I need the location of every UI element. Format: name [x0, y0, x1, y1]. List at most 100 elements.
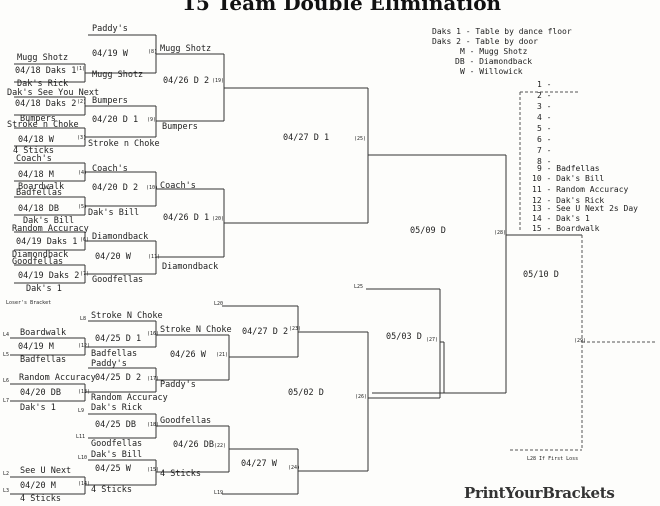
team-name: Coach's — [92, 164, 128, 174]
placement-row: 15 - Boardwalk — [532, 224, 600, 233]
game-number: (9) — [147, 117, 157, 123]
game-number: (10) — [146, 185, 159, 191]
loser-source: L6 — [3, 378, 10, 384]
legend-item: M - Mugg Shotz — [460, 47, 528, 56]
team-name: Bumpers — [162, 122, 198, 132]
bracket-title: 15 Team Double Elimination — [182, 0, 502, 15]
game-number: (5) — [78, 204, 88, 210]
team-name: Dak's Bill — [91, 450, 143, 460]
loser-source: L9 — [78, 408, 85, 414]
team-name: 4 Sticks — [160, 469, 201, 479]
game-info: 05/10 D — [523, 270, 559, 280]
game-number: (16) — [147, 331, 160, 337]
game-number: (24) — [288, 465, 301, 471]
loser-source: L2 — [3, 471, 10, 477]
game-info: 04/20 M — [20, 481, 56, 491]
game-info: 04/25 D 1 — [95, 334, 142, 344]
team-name: Coach's — [160, 181, 196, 191]
team-name: Goodfellas — [160, 416, 212, 426]
placement-row: 7 - — [537, 146, 552, 155]
team-name: Stroke n Choke — [88, 139, 160, 149]
team-name: Dak's Bill — [88, 208, 140, 218]
placement-row: 8 - — [537, 157, 552, 166]
game-number: (13) — [78, 389, 91, 395]
team-name: Stroke N Choke — [160, 325, 232, 335]
team-name: Dak's Rick — [91, 403, 143, 413]
placement-row: 14 - Dak's 1 — [532, 214, 590, 223]
game-number: (20) — [212, 216, 225, 222]
game-info: 04/19 M — [18, 342, 54, 352]
team-name: 4 Sticks — [13, 146, 54, 156]
team-name: Mugg Shotz — [160, 44, 212, 54]
placement-row: 13 - See U Next 2s Day — [532, 204, 638, 213]
team-name: See U Next — [20, 466, 72, 476]
game-info: 04/20 D 1 — [92, 115, 139, 125]
loser-source: L19 — [214, 490, 224, 496]
team-name: Goodfellas — [91, 439, 143, 449]
game-info: 04/26 D 2 — [163, 76, 210, 86]
game-info: 04/19 W — [92, 49, 128, 59]
game-number: (11) — [148, 254, 161, 260]
if-necessary-note: L28 If First Loss — [527, 456, 579, 462]
team-name: Boardwalk — [18, 182, 65, 192]
game-info: 05/03 D — [386, 332, 422, 342]
game-number: (8) — [148, 49, 158, 55]
legend-item: Daks 2 - Table by door — [432, 37, 538, 46]
game-info: 04/20 DB — [20, 388, 61, 398]
placement-row: 1 - — [537, 80, 552, 89]
team-name: Diamondback — [162, 262, 219, 272]
game-number: (3) — [77, 135, 87, 141]
team-name: Dak's Rick — [17, 79, 69, 89]
loser-source: L25 — [354, 284, 364, 290]
team-name: Dak's 1 — [26, 284, 62, 294]
game-number: (25) — [354, 136, 367, 142]
placement-row: 3 - — [537, 102, 552, 111]
team-name: 4 Sticks — [20, 494, 61, 504]
game-info: 04/26 D 1 — [163, 213, 210, 223]
team-name: Dak's See You Next — [7, 88, 100, 98]
team-name: 4 Sticks — [91, 485, 132, 495]
team-name: Bumpers — [20, 114, 56, 124]
loser-source: L5 — [3, 352, 10, 358]
team-name: Random Accuracy — [12, 224, 89, 234]
game-number: (18) — [147, 422, 160, 428]
game-number: (29) — [574, 338, 587, 344]
team-name: Mugg Shotz — [17, 53, 69, 63]
game-info: 04/27 W — [241, 459, 277, 469]
loser-source: L7 — [3, 398, 10, 404]
team-name: Dak's Bill — [23, 216, 75, 226]
game-number: (15) — [147, 467, 160, 473]
team-name: Stroke N Choke — [91, 311, 163, 321]
placement-row: 5 - — [537, 124, 552, 133]
team-name: Random Accuracy — [91, 393, 168, 403]
game-number: (2) — [77, 99, 87, 105]
print-your-brackets-logo: PrintYourBrackets — [464, 484, 615, 502]
game-info: 04/20 W — [95, 252, 131, 262]
game-info: 04/26 DB — [173, 440, 214, 450]
game-info: 04/18 M — [18, 170, 54, 180]
team-name: Bumpers — [92, 96, 128, 106]
loser-source: L20 — [214, 301, 224, 307]
team-name: Paddy's — [91, 359, 127, 369]
game-info: 04/18 W — [18, 135, 54, 145]
team-name: Badfellas — [16, 188, 63, 198]
losers-bracket-label: Loser's Bracket — [6, 300, 52, 306]
game-info: 04/18 Daks 2 — [15, 99, 77, 109]
team-name: Coach's — [16, 154, 52, 164]
game-info: 04/27 D 1 — [283, 133, 330, 143]
team-name: Paddy's — [160, 380, 196, 390]
game-info: 04/18 DB — [18, 204, 59, 214]
placement-row: 9 - Badfellas — [537, 164, 600, 173]
game-info: 04/27 D 2 — [242, 327, 289, 337]
game-number: (1) — [76, 66, 86, 72]
game-info: 04/18 Daks 1 — [15, 66, 77, 76]
placement-row: 4 - — [537, 113, 552, 122]
game-info: 04/20 D 2 — [92, 183, 139, 193]
game-number: (6) — [80, 237, 90, 243]
team-name: Mugg Shotz — [92, 70, 144, 80]
team-name: Boardwalk — [20, 328, 67, 338]
game-number: (21) — [216, 352, 229, 358]
game-number: (4) — [78, 170, 88, 176]
team-name: Goodfellas — [12, 257, 64, 267]
